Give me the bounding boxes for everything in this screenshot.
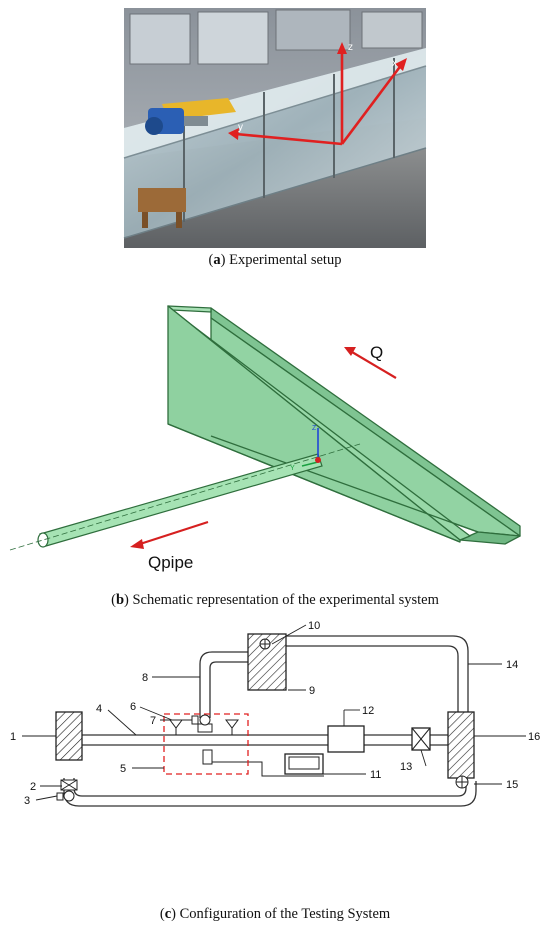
axis-y-label: Y	[290, 465, 295, 472]
panel-b-schematic: Z Y Q Qpipe	[0, 294, 550, 584]
callout-8: 8	[142, 672, 148, 684]
callout-16: 16	[528, 731, 540, 743]
callout-9: 9	[309, 685, 315, 697]
callout-10: 10	[308, 620, 320, 632]
callout-12: 12	[362, 705, 374, 717]
callout-13: 13	[400, 761, 412, 773]
panel-c-diagram: 1 2 3 4 5 6 7 8 9 10 11 12 13 14 15 16	[0, 616, 550, 906]
panel-a-photo: z x y	[0, 8, 550, 248]
caption-c: (c) Configuration of the Testing System	[159, 906, 391, 922]
axis-z-label: Z	[312, 425, 317, 432]
callout-5: 5	[120, 763, 126, 775]
callout-7: 7	[150, 715, 156, 727]
flow-label-q: Q	[370, 343, 383, 362]
caption-a: (a) Experimental setup	[208, 252, 342, 268]
experimental-setup-photo: z x y	[123, 8, 427, 248]
callout-2: 2	[30, 781, 36, 793]
callout-3: 3	[24, 795, 30, 807]
testing-system-diagram: 1 2 3 4 5 6 7 8 9 10 11 12 13 14 15 16	[10, 620, 540, 807]
callout-14: 14	[506, 659, 518, 671]
flume-3d-schematic: Z Y Q Qpipe	[9, 305, 521, 572]
caption-b: (b) Schematic representation of the expe…	[111, 592, 439, 608]
axis-label-z: z	[348, 42, 353, 53]
axis-label-x: x	[392, 58, 397, 69]
axis-label-y: y	[238, 122, 243, 133]
callout-4: 4	[96, 703, 102, 715]
callout-6: 6	[130, 701, 136, 713]
callout-1: 1	[10, 731, 16, 743]
callout-15: 15	[506, 779, 518, 791]
flow-label-qpipe: Qpipe	[148, 553, 193, 572]
callout-11: 11	[370, 769, 381, 781]
